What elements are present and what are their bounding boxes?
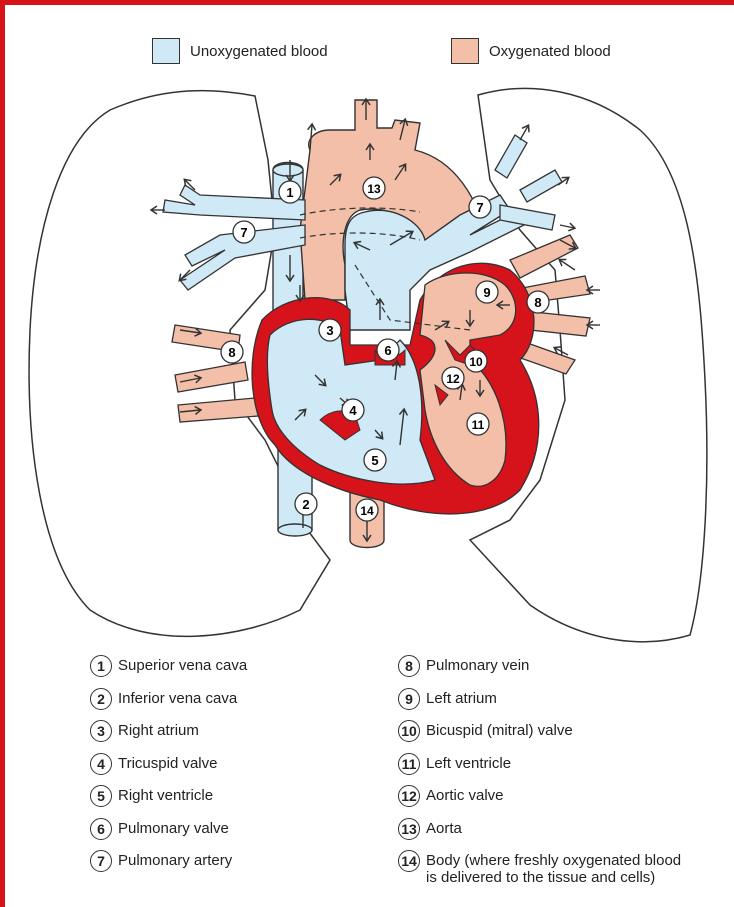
badge-6-text: 6 (384, 343, 391, 358)
key-label-7: Pulmonary artery (118, 850, 232, 869)
key-number-14: 14 (398, 850, 420, 872)
badge-11-text: 11 (472, 418, 485, 432)
key-number-11: 11 (398, 753, 420, 775)
key-label-11: Left ventricle (426, 753, 511, 772)
badge-2: 2 (295, 493, 317, 515)
key-item-3: 3 Right atrium (90, 720, 247, 753)
badge-9: 9 (476, 281, 498, 303)
badge-9-text: 9 (483, 285, 490, 300)
key-number-2: 2 (90, 688, 112, 710)
key-label-10: Bicuspid (mitral) valve (426, 720, 573, 739)
badge-8a: 8 (221, 341, 243, 363)
key-list-right: 8 Pulmonary vein 9 Left atrium 10 Bicuspid … (398, 655, 681, 898)
key-label-9: Left atrium (426, 688, 497, 707)
badge-7a-text: 7 (240, 225, 247, 240)
badge-14-text: 14 (360, 504, 374, 518)
key-label-13: Aorta (426, 818, 462, 837)
pulmonary-veins-left (172, 325, 258, 422)
key-label-6: Pulmonary valve (118, 818, 229, 837)
key-item-1: 1 Superior vena cava (90, 655, 247, 688)
badge-5: 5 (364, 449, 386, 471)
badge-4-text: 4 (349, 403, 357, 418)
key-item-9: 9 Left atrium (398, 688, 681, 721)
key-label-14-line-2: is delivered to the tissue and cells) (426, 869, 655, 886)
key-number-10: 10 (398, 720, 420, 742)
key-label-12: Aortic valve (426, 785, 504, 804)
badge-8b-text: 8 (534, 295, 541, 310)
badge-12-text: 12 (446, 372, 460, 386)
badge-8a-text: 8 (228, 345, 235, 360)
key-item-11: 11 Left ventricle (398, 753, 681, 786)
heart-diagram: 1 2 3 4 5 6 7 7 8 8 9 10 11 12 13 14 (0, 0, 734, 650)
key-number-8: 8 (398, 655, 420, 677)
key-label-14-line-1: Body (where freshly oxygenated blood (426, 852, 681, 869)
key-item-13: 13 Aorta (398, 818, 681, 851)
badge-10-text: 10 (469, 355, 483, 369)
key-item-12: 12 Aortic valve (398, 785, 681, 818)
badge-4: 4 (342, 399, 364, 421)
key-label-1: Superior vena cava (118, 655, 247, 674)
badge-14: 14 (356, 499, 378, 521)
key-item-4: 4 Tricuspid valve (90, 753, 247, 786)
badge-10: 10 (465, 350, 487, 372)
badge-5-text: 5 (371, 453, 378, 468)
badge-7b: 7 (469, 196, 491, 218)
badge-13: 13 (363, 177, 385, 199)
badge-7b-text: 7 (476, 200, 483, 215)
badge-11: 11 (467, 413, 489, 435)
key-item-2: 2 Inferior vena cava (90, 688, 247, 721)
key-label-2: Inferior vena cava (118, 688, 237, 707)
badge-7a: 7 (233, 221, 255, 243)
badge-3-text: 3 (326, 323, 333, 338)
badge-8b: 8 (527, 291, 549, 313)
key-number-4: 4 (90, 753, 112, 775)
badge-6: 6 (377, 339, 399, 361)
key-number-9: 9 (398, 688, 420, 710)
key-label-5: Right ventricle (118, 785, 213, 804)
badge-12: 12 (442, 367, 464, 389)
key-number-1: 1 (90, 655, 112, 677)
badge-13-text: 13 (367, 182, 381, 196)
key-item-8: 8 Pulmonary vein (398, 655, 681, 688)
key-number-6: 6 (90, 818, 112, 840)
badge-2-text: 2 (302, 497, 309, 512)
key-item-7: 7 Pulmonary artery (90, 850, 247, 883)
key-number-12: 12 (398, 785, 420, 807)
key-label-8: Pulmonary vein (426, 655, 529, 674)
badge-3: 3 (319, 319, 341, 341)
key-item-6: 6 Pulmonary valve (90, 818, 247, 851)
key-item-10: 10 Bicuspid (mitral) valve (398, 720, 681, 753)
key-label-3: Right atrium (118, 720, 199, 739)
badge-1-text: 1 (286, 185, 293, 200)
key-number-5: 5 (90, 785, 112, 807)
key-item-5: 5 Right ventricle (90, 785, 247, 818)
key-number-13: 13 (398, 818, 420, 840)
badge-1: 1 (279, 181, 301, 203)
key-number-7: 7 (90, 850, 112, 872)
key-label-4: Tricuspid valve (118, 753, 217, 772)
key-number-3: 3 (90, 720, 112, 742)
